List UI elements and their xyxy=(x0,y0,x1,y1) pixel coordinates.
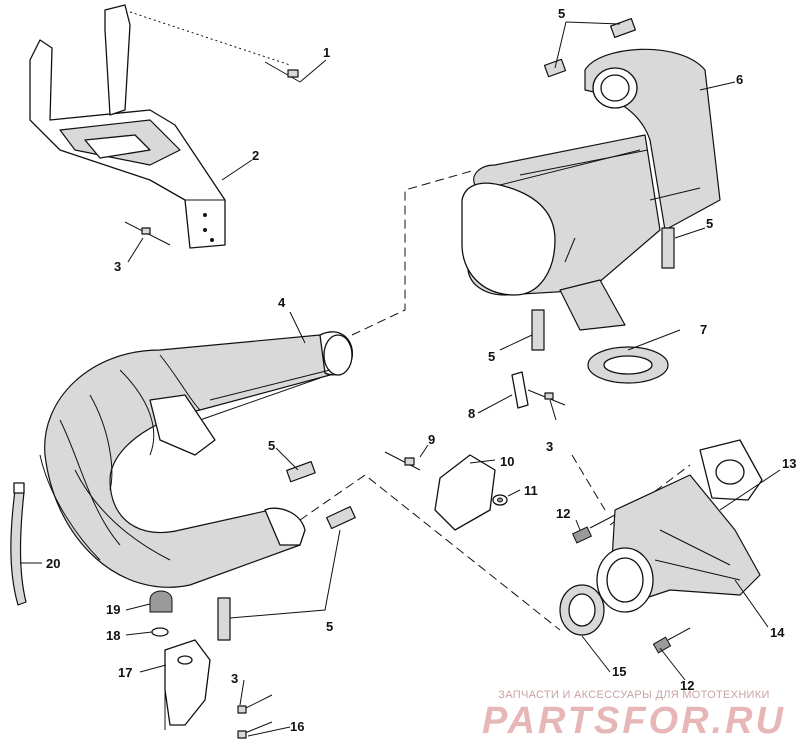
spring-part-5-c xyxy=(661,227,675,269)
callout-5-pipe: 5 xyxy=(268,438,275,453)
callout-12-upper: 12 xyxy=(556,506,570,521)
rubber-mount-part-19 xyxy=(149,590,173,613)
callout-5-top: 5 xyxy=(558,6,565,21)
expansion-chamber-part-4 xyxy=(39,331,353,588)
washer-part-11 xyxy=(492,494,508,506)
bolt-part-12-lower xyxy=(652,627,691,654)
callout-8: 8 xyxy=(468,406,475,421)
callout-2: 2 xyxy=(252,148,259,163)
screw-part-9 xyxy=(384,451,421,471)
strap-part-20 xyxy=(10,482,27,606)
watermark-logo: PARTSFOR.RU xyxy=(482,700,786,742)
bracket-part-8 xyxy=(511,371,566,409)
manifold-part-14 xyxy=(596,474,761,613)
spring-part-5-d xyxy=(531,309,545,351)
spring-part-5-g xyxy=(217,597,231,641)
watermark: ЗАПЧАСТИ И АКСЕССУАРЫ ДЛЯ МОТОТЕХНИКИ PA… xyxy=(474,689,794,741)
callout-5-lower: 5 xyxy=(326,619,333,634)
callout-18: 18 xyxy=(106,628,120,643)
gasket-part-7 xyxy=(587,346,669,384)
callout-9: 9 xyxy=(428,432,435,447)
callout-15: 15 xyxy=(612,664,626,679)
callout-4: 4 xyxy=(278,295,286,310)
watermark-caption: ЗАПЧАСТИ И АКСЕССУАРЫ ДЛЯ МОТОТЕХНИКИ xyxy=(498,689,770,701)
callout-1: 1 xyxy=(323,45,330,60)
callout-5-right: 5 xyxy=(706,216,713,231)
bracket-part-17 xyxy=(164,639,211,730)
silencer-part-6 xyxy=(461,48,721,331)
callout-12-lower: 12 xyxy=(680,678,694,693)
screw-part-3-lower xyxy=(237,694,273,714)
callout-11: 11 xyxy=(524,483,538,498)
callout-17: 17 xyxy=(118,665,132,680)
spring-part-5-f xyxy=(325,506,356,530)
bracket-part-2 xyxy=(29,4,226,249)
callout-5-center: 5 xyxy=(488,349,495,364)
callout-19: 19 xyxy=(106,602,120,617)
callout-14: 14 xyxy=(770,625,785,640)
flange-gasket-part-13 xyxy=(699,439,763,501)
callout-3-lower: 3 xyxy=(231,671,238,686)
callout-16: 16 xyxy=(290,719,304,734)
spring-part-5-e xyxy=(286,460,316,483)
callout-10: 10 xyxy=(500,454,514,469)
ring-part-15 xyxy=(559,584,605,636)
callout-labels: 1 2 3 3 3 4 5 5 5 5 5 5 6 7 8 9 10 11 12… xyxy=(46,6,796,734)
leader-lines xyxy=(20,21,781,737)
screw-part-16 xyxy=(237,721,273,739)
callout-7: 7 xyxy=(700,322,707,337)
heat-shield-part-10 xyxy=(434,454,496,531)
callout-20: 20 xyxy=(46,556,60,571)
bolt-part-1 xyxy=(129,11,301,83)
callout-3-upper: 3 xyxy=(114,259,121,274)
callout-3-middle: 3 xyxy=(546,439,553,454)
washer-part-18 xyxy=(151,627,169,637)
bolt-part-12-upper xyxy=(571,514,616,544)
spring-part-5-b xyxy=(610,17,636,39)
callout-13: 13 xyxy=(782,456,796,471)
callout-6: 6 xyxy=(736,72,743,87)
screw-part-3-upper xyxy=(124,221,171,246)
